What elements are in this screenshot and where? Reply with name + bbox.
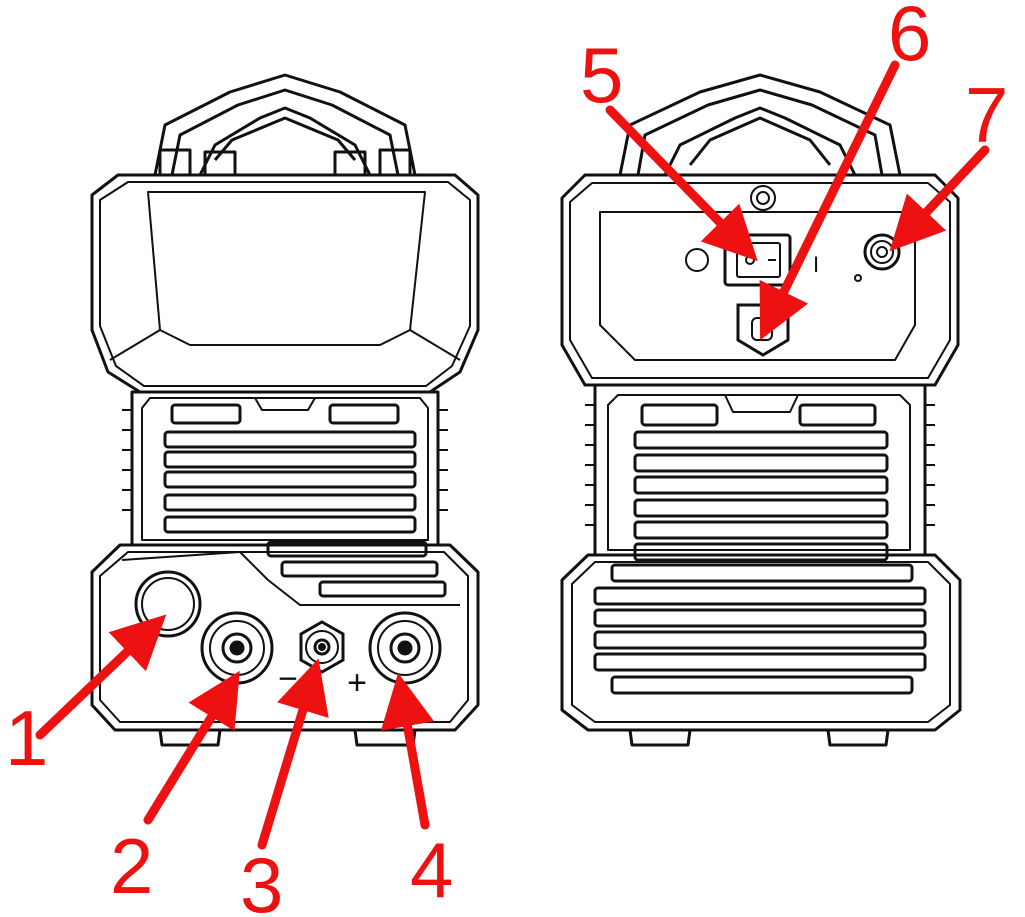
arrow-7 <box>889 145 990 252</box>
center-minus-socket <box>299 620 345 674</box>
left-dinse-socket <box>200 611 274 685</box>
callout-labels: 1 2 3 4 5 6 7 <box>5 0 1008 917</box>
back-lower-body <box>560 553 962 732</box>
arrow-5 <box>605 105 758 262</box>
arrow-2 <box>143 670 240 825</box>
callout-label-3: 3 <box>240 841 283 917</box>
screw-hole <box>854 274 862 282</box>
arrow-4 <box>380 672 435 830</box>
callout-label-7: 7 <box>965 71 1008 159</box>
back-unit <box>560 73 962 747</box>
arrow-3 <box>257 658 329 850</box>
front-lower-body <box>90 543 480 732</box>
minus-symbol: − <box>278 660 298 698</box>
front-unit <box>90 73 480 747</box>
gas-connector <box>863 233 901 271</box>
plus-symbol: + <box>347 664 367 702</box>
callout-label-6: 6 <box>888 0 931 77</box>
round-socket <box>134 570 202 638</box>
indicator-light <box>685 248 709 272</box>
switch-on-symbol: I <box>813 252 819 277</box>
arrow-1 <box>35 614 167 740</box>
callout-label-4: 4 <box>410 826 453 914</box>
callout-label-5: 5 <box>580 31 623 119</box>
cable-entry <box>736 303 790 357</box>
back-upper-body <box>560 173 960 387</box>
front-handle <box>153 73 417 177</box>
right-plus-socket <box>368 611 442 685</box>
callout-arrows <box>35 60 990 850</box>
arrow-6 <box>759 60 900 341</box>
callout-label-1: 1 <box>5 694 48 782</box>
callout-label-2: 2 <box>110 822 153 910</box>
